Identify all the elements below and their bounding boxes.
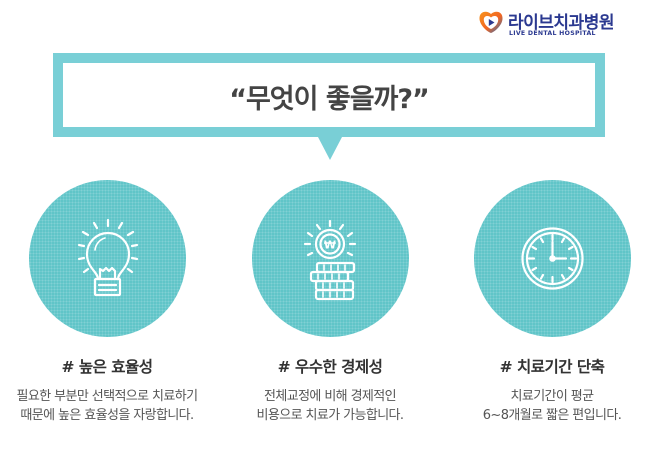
feature-description-line: 비용으로 치료가 가능합니다.	[256, 408, 405, 423]
speech-box-tail	[318, 137, 342, 160]
feature-circle	[473, 180, 631, 337]
feature-description-line: 전체교정에 비해 경제적인	[263, 389, 397, 404]
lightbulb-icon	[77, 218, 138, 297]
feature-efficiency: # 높은 효율성 필요한 부분만 선택적으로 치료하기 때문에 높은 효율성을 …	[0, 180, 217, 425]
feature-description-line: 필요한 부분만 선택적으로 치료하기	[16, 389, 199, 404]
feature-description: 치료기간이 평균 6~8개월로 짧은 편입니다.	[442, 387, 650, 425]
feature-circle	[28, 180, 186, 337]
feature-title: # 치료기간 단축	[499, 358, 605, 376]
feature-title: # 높은 효율성	[61, 358, 153, 376]
feature-description: 필요한 부분만 선택적으로 치료하기 때문에 높은 효율성을 자랑합니다.	[0, 387, 217, 425]
feature-description-line: 때문에 높은 효율성을 자랑합니다.	[20, 408, 194, 423]
heart-play-icon	[479, 11, 503, 33]
svg-text:₩: ₩	[323, 239, 335, 252]
headline-speech-box: “무엇이 좋을까?”	[53, 53, 605, 137]
feature-economy: ₩ # 우수한 경제성 전체교정에 비해 경제적인 비용으로 치료가 가능합	[220, 180, 440, 425]
feature-description-line: 6~8개월로 짧은 편입니다.	[482, 408, 622, 423]
coins-won-icon: ₩	[303, 219, 356, 301]
feature-short-duration: # 치료기간 단축 치료기간이 평균 6~8개월로 짧은 편입니다.	[442, 180, 650, 425]
feature-circle: ₩	[251, 180, 409, 337]
hospital-logo[interactable]: 라이브치과병원 LIVE DENTAL HOSPITAL	[478, 8, 643, 38]
hospital-subtitle: LIVE DENTAL HOSPITAL	[509, 30, 596, 37]
clock-icon	[520, 227, 584, 290]
hospital-name: 라이브치과병원	[508, 13, 614, 33]
feature-title: # 우수한 경제성	[277, 358, 383, 376]
feature-description: 전체교정에 비해 경제적인 비용으로 치료가 가능합니다.	[220, 387, 440, 425]
feature-description-line: 치료기간이 평균	[510, 389, 594, 404]
headline-text: “무엇이 좋을까?”	[229, 84, 430, 115]
